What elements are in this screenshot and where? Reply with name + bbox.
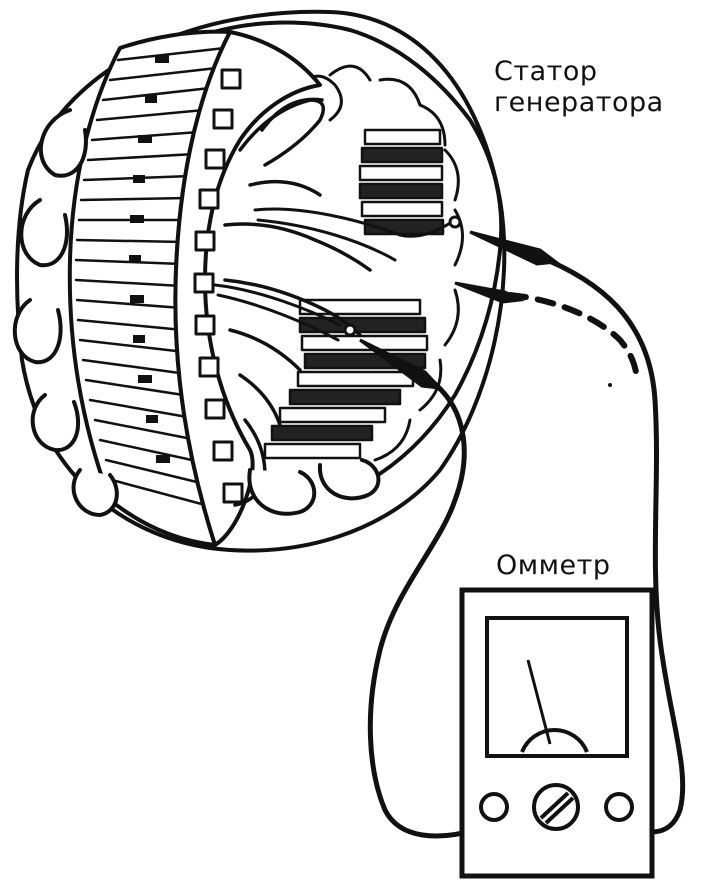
ohmmeter-needle [526,659,552,745]
right-test-lead [532,252,686,835]
stator-label-line2: генератора [494,87,664,118]
left-jack[interactable] [479,792,509,822]
bore-teeth-lower [263,298,429,460]
core-shading [129,55,170,463]
ohmmeter-window [485,616,629,758]
alternator-stator-icon [12,9,507,553]
stator-label-line1: Статор [494,56,598,87]
front-slot-teeth [193,68,244,504]
core-lamination-slats [74,46,227,508]
stator-lead-wires [213,207,457,342]
probe-tip-2 [454,281,525,304]
stator-label: Статор генератора [494,56,664,118]
zero-adjust-knob[interactable] [532,783,580,831]
terminal-2 [343,323,357,337]
terminal-1 [448,215,462,229]
ohmmeter-label: Омметр [496,550,611,581]
analog-ohmmeter-icon [459,587,655,879]
right-jack[interactable] [604,792,634,822]
probe-leads [359,230,686,839]
alternate-lead-dashed [507,292,639,375]
ohmmeter-scale-arc [520,728,589,753]
bottom-winding-heads [247,458,381,516]
left-winding-heads [12,108,119,517]
probe-tip-1 [469,230,560,266]
speck [608,383,612,387]
zero-adjust-slot-a [539,791,570,820]
zero-adjust-slot-b [544,796,575,825]
